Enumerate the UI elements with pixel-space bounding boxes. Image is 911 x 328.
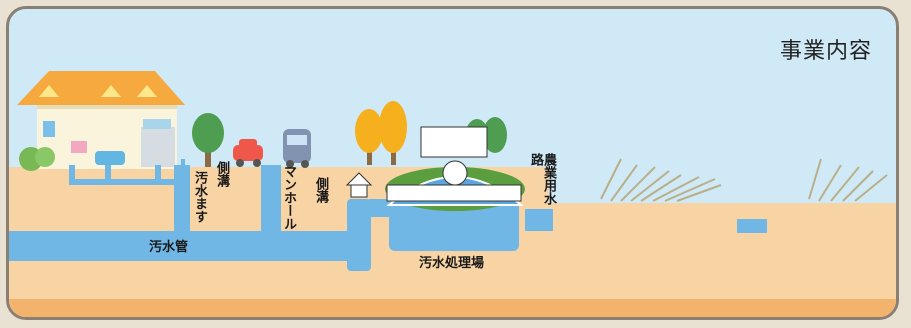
reeds-icon <box>600 158 888 202</box>
ground-bottom-band <box>9 299 896 317</box>
sewer-system-diagram <box>9 71 896 317</box>
house-icon <box>17 71 185 171</box>
diagram-frame: 事業内容 汚水ます 側溝 マンホール 側溝 汚水管 汚水処理場 農業用水路 <box>6 6 899 320</box>
label-side-ditch-2: 側溝 <box>313 177 328 203</box>
pump-house-icon <box>345 172 373 198</box>
label-sewer-inlet: 汚水ます <box>192 171 207 223</box>
autumn-trees-icon <box>355 101 407 165</box>
channel-outlet <box>737 219 767 233</box>
treatment-plant-icon <box>385 126 553 251</box>
label-sewer-pipe: 汚水管 <box>149 240 189 255</box>
label-agricultural-channel: 農業用水路 <box>528 153 556 205</box>
bus-icon <box>283 129 311 168</box>
label-treatment-plant: 汚水処理場 <box>419 256 485 271</box>
page-title: 事業内容 <box>779 39 872 64</box>
label-manhole: マンホール <box>281 165 296 230</box>
tree-icon <box>192 113 224 167</box>
label-side-ditch-1: 側溝 <box>214 161 229 187</box>
sewer-pipes <box>9 159 399 271</box>
car-icon <box>233 139 263 167</box>
